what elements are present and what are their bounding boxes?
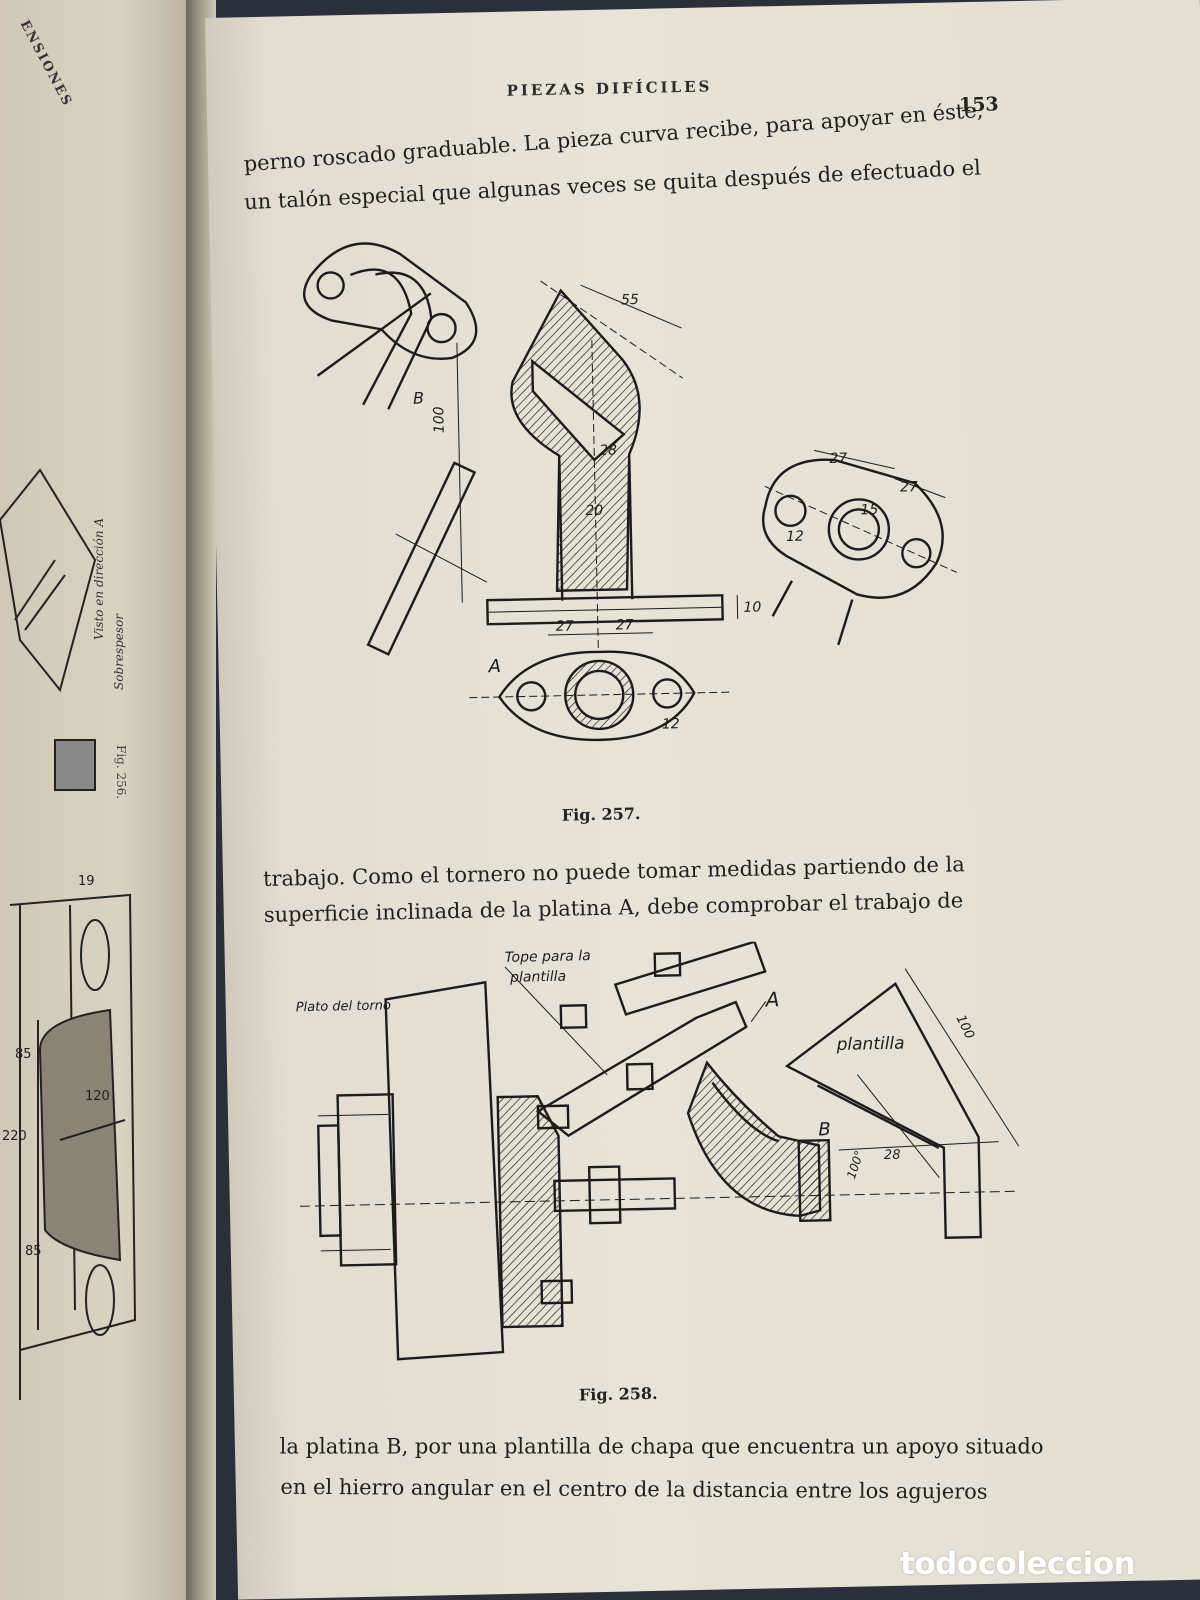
- fig258-label-a: A: [763, 987, 779, 1011]
- fig257-dim-55: 55: [621, 292, 639, 308]
- fig258-dim-28: 28: [884, 1148, 901, 1163]
- fig257-dim-12a: 12: [786, 529, 804, 545]
- fig257-dim-15: 15: [860, 502, 878, 518]
- left-dim-220: 220: [2, 1129, 27, 1144]
- left-dim-120: 120: [85, 1089, 110, 1104]
- fig257-dim-100: 100: [431, 406, 448, 433]
- fig258-dim-angle: 100°: [844, 1149, 867, 1181]
- fig257-dim-12b: 12: [662, 716, 680, 732]
- fig257-dim-27a: 27: [556, 618, 574, 634]
- left-note-overthickness: Sobrespesor: [112, 613, 126, 690]
- figure-258: Plato del torno Tope para la plantilla p…: [296, 940, 1020, 1361]
- fig258-label-plato: Plato del torno: [296, 998, 392, 1015]
- text-line-3: trabajo. Como el tornero no puede tomar …: [262, 852, 966, 891]
- fig258-dim-100: 100: [953, 1013, 977, 1042]
- figure-257: B A 100 27 27 10 27 27 12 12 55 15 20 28: [302, 242, 957, 742]
- left-page-drawing: 85 220 85 19 120: [0, 468, 137, 1400]
- fig258-label-tope: Tope para la: [505, 948, 591, 966]
- fig257-caption: Fig. 257.: [561, 804, 641, 825]
- text-line-6: en el hierro angular en el centro de la …: [280, 1474, 988, 1504]
- left-dim-85a: 85: [15, 1047, 32, 1062]
- watermark-logo: todocoleccion: [900, 1546, 1136, 1582]
- fig257-dim-10: 10: [743, 599, 761, 615]
- fig258-label-b: B: [818, 1119, 831, 1140]
- text-line-4: superficie inclinada de la platina A, de…: [263, 888, 964, 927]
- text-line-5: la platina B, por una plantilla de chapa…: [279, 1434, 1044, 1459]
- running-head: PIEZAS DIFÍCILES: [506, 77, 713, 100]
- left-figure-caption: Fig. 256.: [114, 745, 128, 800]
- fig258-caption: Fig. 258.: [578, 1383, 658, 1405]
- fig257-dim-27d: 27: [900, 479, 918, 495]
- fig257-dim-28: 28: [599, 442, 617, 458]
- left-note-direction: Visto en dirección A: [92, 517, 106, 640]
- fig257-label-b: B: [413, 388, 424, 407]
- right-page: PIEZAS DIFÍCILES 153 perno roscado gradu…: [205, 0, 1200, 1600]
- fig258-label-plantilla: plantilla: [835, 1034, 904, 1055]
- left-page: ENSIONES 85 220 85 19 120: [0, 0, 200, 1600]
- left-dim-85b: 85: [25, 1244, 42, 1259]
- fig257-label-a: A: [487, 656, 501, 677]
- fig258-label-tope2: plantilla: [509, 969, 566, 986]
- fig257-dim-20: 20: [585, 503, 603, 519]
- left-dim-19: 19: [78, 874, 95, 889]
- fig257-dim-27b: 27: [616, 617, 634, 633]
- fig257-dim-27c: 27: [829, 451, 847, 467]
